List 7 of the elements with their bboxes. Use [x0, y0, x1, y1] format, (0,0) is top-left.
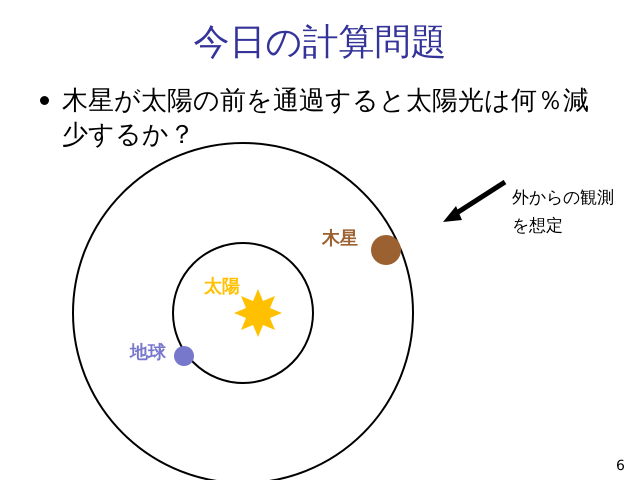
- note-text: 外からの観測を想定: [512, 187, 615, 238]
- sun-label: 太陽: [204, 275, 240, 298]
- page-number: 6: [616, 458, 625, 474]
- planet-label: 地球: [130, 341, 166, 364]
- slide-title: 今日の計算問題: [192, 21, 448, 65]
- bullet-text: 木星が太陽の前を通過すると太陽光は何％減少するか？: [62, 85, 590, 152]
- planet-label: 木星: [322, 227, 358, 250]
